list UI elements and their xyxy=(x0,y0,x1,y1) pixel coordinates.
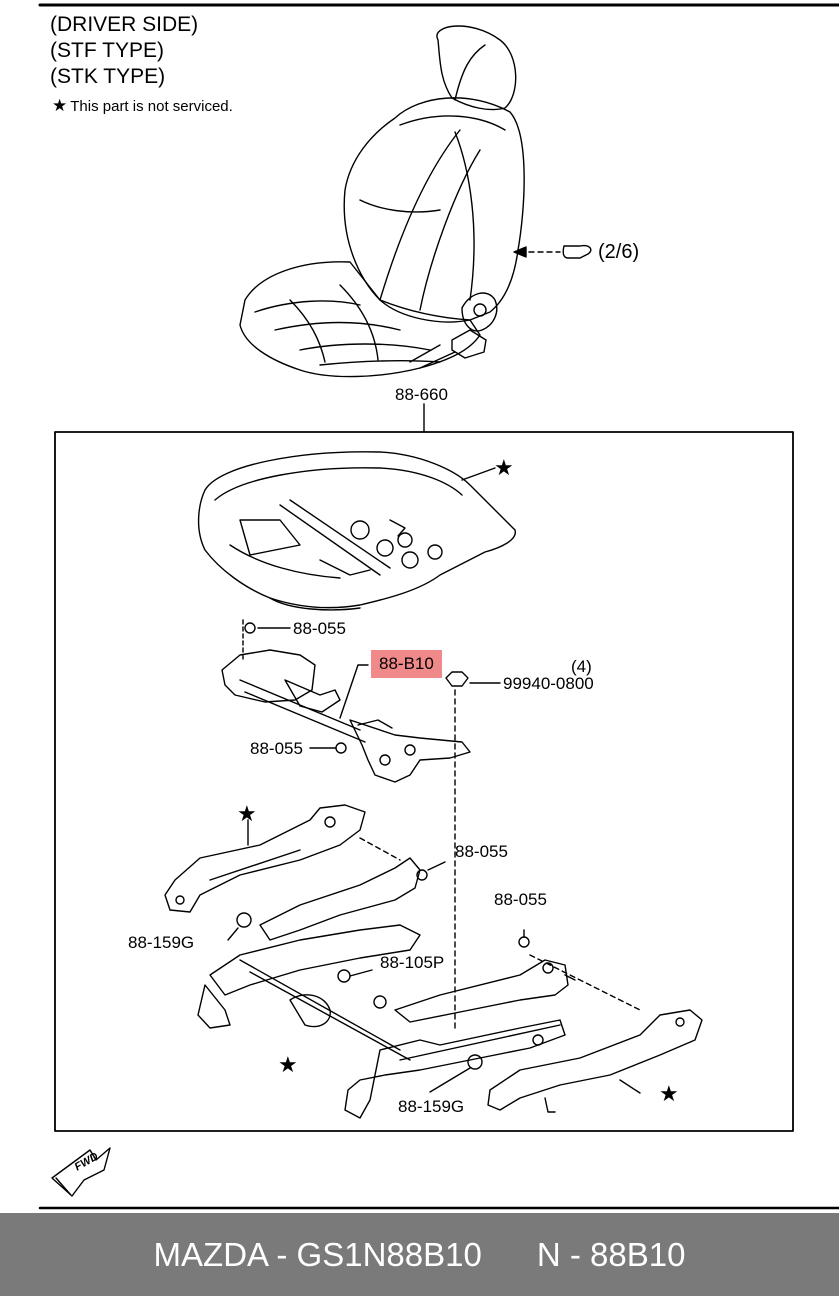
fwd-arrow-icon xyxy=(51,1147,111,1197)
bolt-left-label: 88-055 xyxy=(250,739,303,758)
bolt-mid-label: 88-055 xyxy=(455,842,508,861)
not-serviced-star-icon: ★ xyxy=(237,801,257,826)
header-text: (DRIVER SIDE) (STF TYPE) (STK TYPE) xyxy=(50,12,198,90)
motor-assembly xyxy=(221,619,501,1031)
seat-illustration xyxy=(239,25,592,378)
left-rail-cover xyxy=(164,804,401,941)
seat-rail-frame xyxy=(197,857,641,1119)
assembly-part-label: 88-660 xyxy=(395,385,448,404)
seat-reference-label: (2/6) xyxy=(598,241,640,263)
pin-label: 88-105P xyxy=(380,953,445,972)
not-serviced-note: ★This part is not serviced. xyxy=(52,96,233,116)
bolt-top-label: 88-055 xyxy=(293,619,346,638)
washer-left-label: 88-159G xyxy=(128,933,195,952)
bolt-right-label: 88-055 xyxy=(494,890,547,909)
footer-part-number: MAZDA - GS1N88B10 xyxy=(153,1235,482,1273)
washer-bottom-label: 88-159G xyxy=(398,1097,465,1116)
highlighted-part-label[interactable]: 88-B10 xyxy=(371,650,442,678)
assembly-box xyxy=(54,431,794,1132)
nut-quantity-label: (4) xyxy=(571,657,592,676)
not-serviced-text: This part is not serviced. xyxy=(70,98,233,115)
footer-bar: MAZDA - GS1N88B10 N - 88B10 xyxy=(0,1213,839,1296)
star-icon: ★ xyxy=(52,96,68,115)
nut-part-label: 99940-0800 xyxy=(503,674,594,693)
seat-pan xyxy=(197,451,516,611)
footer-part-code: N - 88B10 xyxy=(536,1235,686,1273)
not-serviced-star-icon: ★ xyxy=(494,455,514,480)
header-line-stk-type: (STK TYPE) xyxy=(50,65,166,88)
header-line-stf-type: (STF TYPE) xyxy=(50,39,164,62)
not-serviced-star-icon: ★ xyxy=(659,1081,679,1106)
not-serviced-star-icon: ★ xyxy=(278,1052,298,1077)
header-line-driver-side: (DRIVER SIDE) xyxy=(50,13,199,36)
right-rail-cover xyxy=(487,1009,703,1113)
